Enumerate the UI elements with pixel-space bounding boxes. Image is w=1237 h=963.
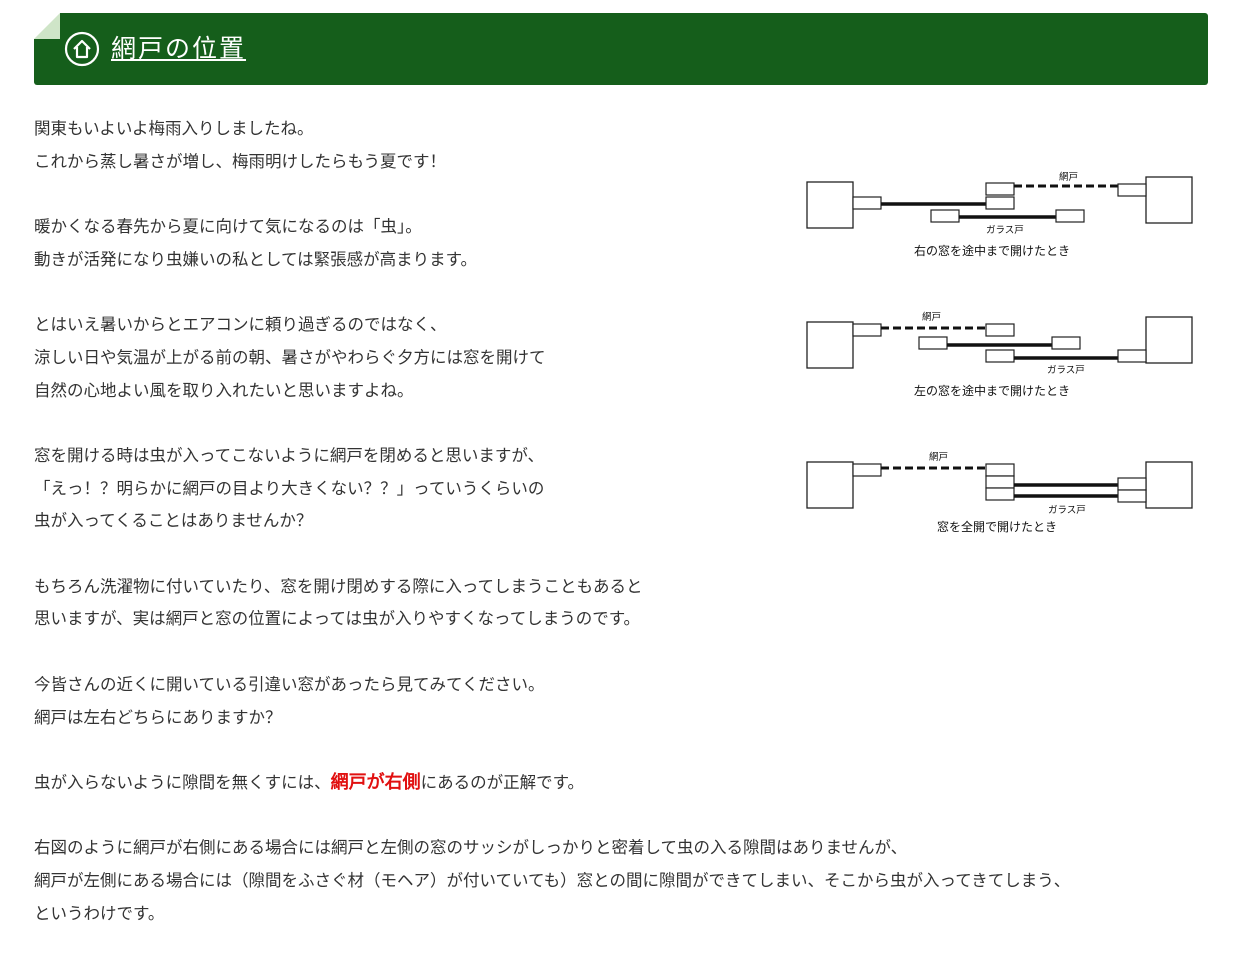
text-line: 右図のように網戸が右側にある場合には網戸と左側の窓のサッシがしっかりと密着して虫… [34,838,908,858]
closing-paragraph: 右図のように網戸が右側にある場合には網戸と左側の窓のサッシがしっかりと密着して虫… [34,832,1214,930]
text-line: 虫が入ってくることはありませんか？ [34,511,313,531]
window-diagram-fully-open: 網戸 ガラス戸 窓を全開で開けたとき [804,440,1196,540]
text-line: 関東もいよいよ梅雨入りしましたね。 [34,119,314,138]
answer-before: 虫が入らないように隙間を無くすには、 [34,772,331,792]
text-line: これから蒸し暑さが増し、梅雨明けしたらもう夏です！ [34,151,447,171]
glass-label: ガラス戸 [1047,365,1085,376]
window-diagram-svg: 網戸 ガラス戸 左の窓を途中まで開けたとき [806,311,1193,398]
text-line: 暖かくなる春先から夏に向けて気になるのは「虫」。 [34,217,422,237]
screen-label: 網戸 [929,451,948,463]
window-diagram-svg: 網戸 ガラス戸 右の窓を途中まで開けたとき [806,171,1193,258]
answer-after: にあるのが正解です。 [420,772,585,792]
text-line: 涼しい日や気温が上がる前の朝、暑さがやわらぐ夕方には窓を開けて [34,347,546,367]
text-line: 自然の心地よい風を取り入れたいと思いますよね。 [34,380,414,400]
paragraph-4: 窓を開ける時は虫が入ってこないように網戸を閉めると思いますが、 「えっ！？明らか… [34,440,1214,538]
diagram-caption: 右の窓を途中まで開けたとき [914,243,1070,258]
screen-label: 網戸 [1059,171,1078,183]
window-diagram-right-half-open: 網戸 ガラス戸 右の窓を途中まで開けたとき [804,160,1196,265]
screen-label: 網戸 [922,311,941,323]
answer-line: 虫が入らないように隙間を無くすには、網戸が右側にあるのが正解です。 [34,767,1214,800]
paragraph-3: とはいえ暑いからとエアコンに頼り過ぎるのではなく、 涼しい日や気温が上がる前の朝… [34,309,1214,407]
paragraph-1: 関東もいよいよ梅雨入りしましたね。 これから蒸し暑さが増し、梅雨明けしたらもう夏… [34,113,1214,178]
text-line: 動きが活発になり虫嫌いの私としては緊張感が高まります。 [34,249,478,269]
text-line: 窓を開ける時は虫が入ってこないように網戸を閉めると思いますが、 [34,445,545,465]
text-line: 網戸は左右どちらにありますか？ [34,707,282,727]
answer-highlight: 網戸が右側 [330,771,421,793]
paragraph-2: 暖かくなる春先から夏に向けて気になるのは「虫」。 動きが活発になり虫嫌いの私とし… [34,211,1214,276]
window-diagram-left-half-open: 網戸 ガラス戸 左の窓を途中まで開けたとき [804,300,1196,405]
article-body: 関東もいよいよ梅雨入りしましたね。 これから蒸し暑さが増し、梅雨明けしたらもう夏… [34,113,1214,963]
answer-paragraph: 虫が入らないように隙間を無くすには、網戸が右側にあるのが正解です。 [34,767,1214,800]
text-line: というわけです。 [34,903,165,923]
text-line: もちろん洗濯物に付いていたり、窓を開け閉めする際に入ってしまうこともあると [34,576,643,596]
glass-label: ガラス戸 [986,225,1024,236]
text-line: 網戸が左側にある場合には（隙間をふさぐ材（モヘア）が付いていても）窓との間に隙間… [34,871,1071,891]
paragraph-6: 今皆さんの近くに開いている引違い窓があったら見てみてください。 網戸は左右どちら… [34,669,1214,734]
text-line: とはいえ暑いからとエアコンに頼り過ぎるのではなく、 [34,315,447,335]
text-line: 今皆さんの近くに開いている引違い窓があったら見てみてください。 [34,674,545,694]
section-heading-bar [34,13,1208,85]
diagram-caption: 窓を全開で開けたとき [937,519,1057,534]
heading-corner-fold [34,13,60,39]
section-title[interactable]: 網戸の位置 [111,34,247,63]
text-line: 思いますが、実は網戸と窓の位置によっては虫が入りやすくなってしまうのです。 [34,609,641,629]
diagram-caption: 左の窓を途中まで開けたとき [914,383,1070,398]
glass-label: ガラス戸 [1048,505,1086,516]
home-icon[interactable] [64,31,100,67]
paragraph-5: もちろん洗濯物に付いていたり、窓を開け閉めする際に入ってしまうこともあると 思い… [34,571,1214,636]
window-diagram-svg: 網戸 ガラス戸 窓を全開で開けたとき [806,451,1193,534]
text-line: 「えっ！？明らかに網戸の目より大きくない？？」っていうくらいの [34,478,545,498]
